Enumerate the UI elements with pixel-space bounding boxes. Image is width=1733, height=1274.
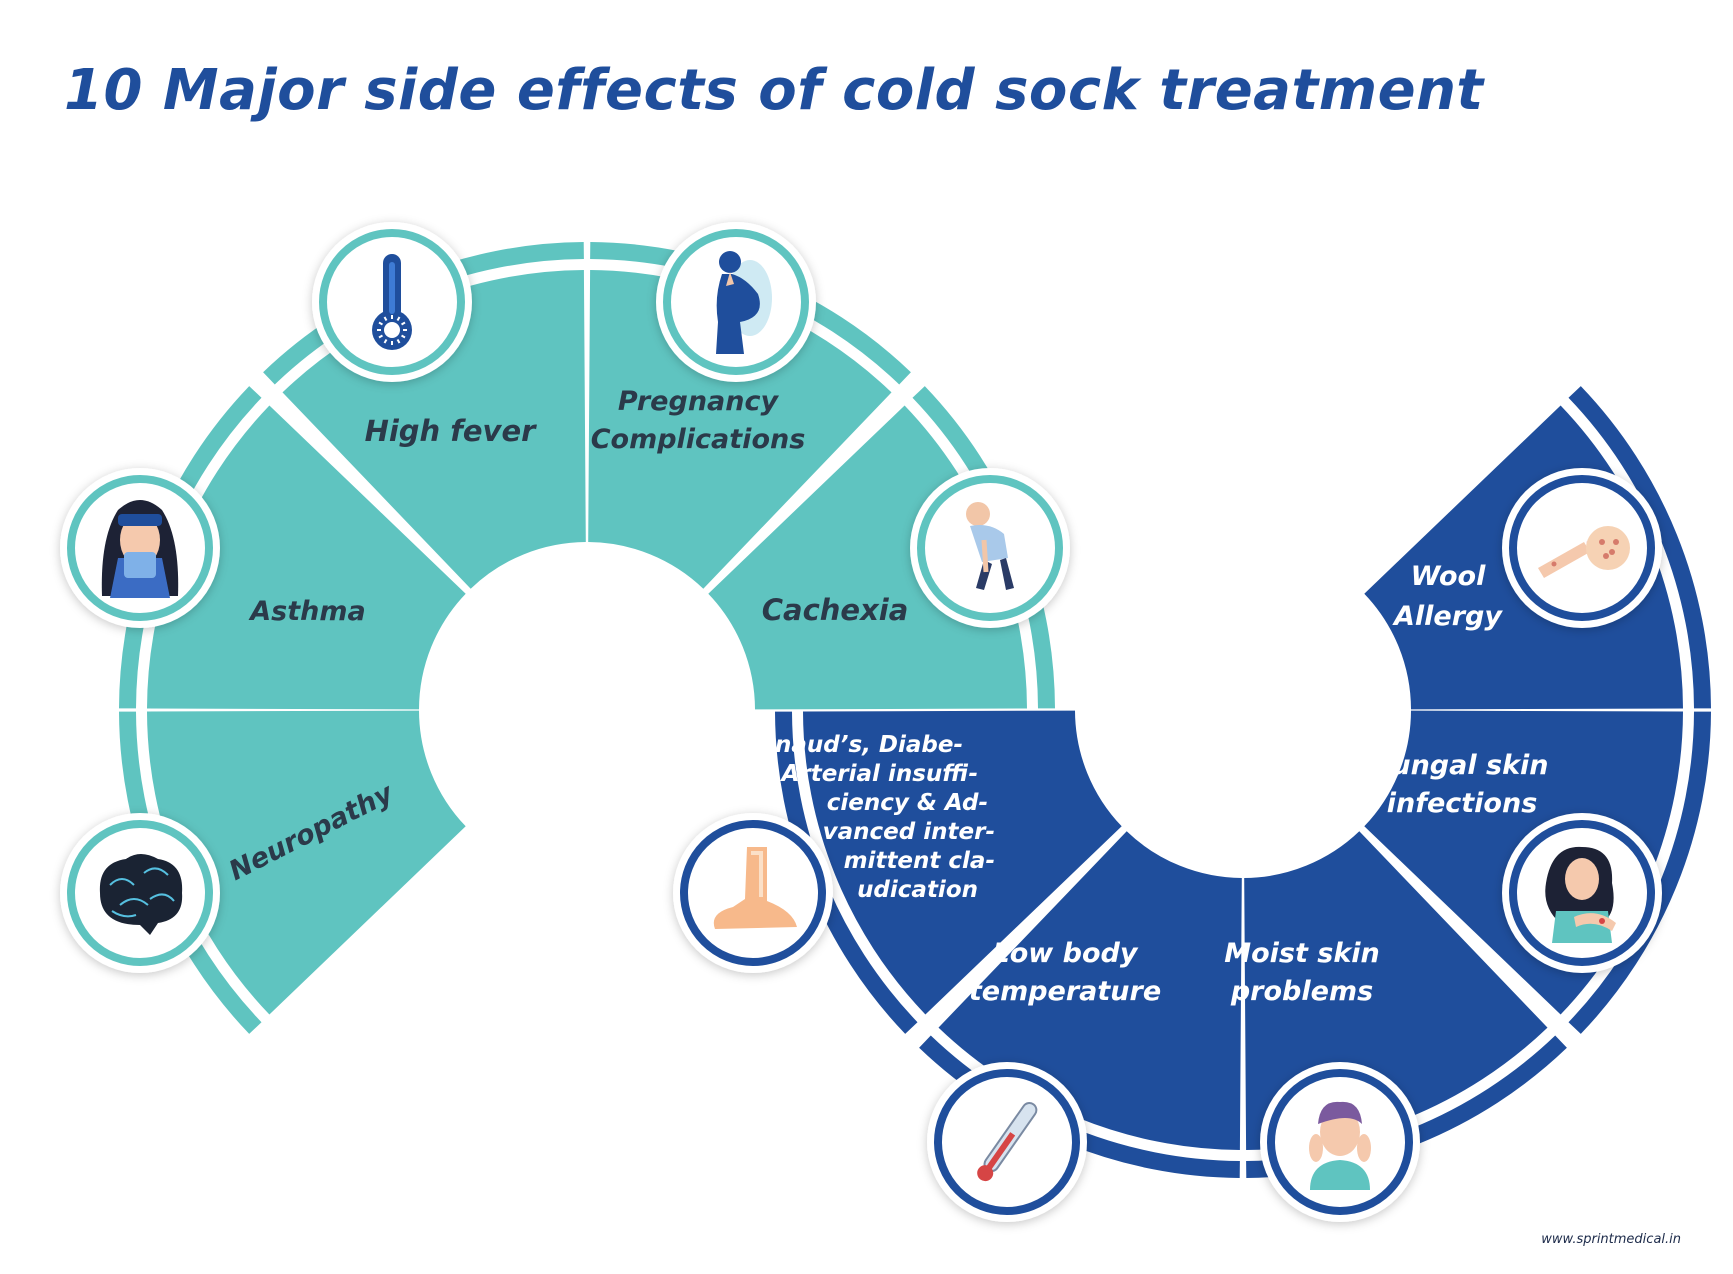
segment-ring-raynauds [775, 711, 918, 1034]
page-title: 10 Major side effects of cold sock treat… [64, 58, 1484, 123]
label-low-temp: Low body temperature [969, 938, 1161, 1007]
label-line: Wool [1411, 561, 1486, 592]
label-fungal: Fungal skin infections [1375, 750, 1548, 819]
label-line: udication [857, 877, 978, 903]
segment-raynauds [775, 710, 1122, 1034]
segment-pregnancy [588, 242, 911, 589]
label-line: Asthma [248, 596, 365, 627]
segment-body-pregnancy [588, 270, 892, 589]
label-moist-skin: Moist skin problems [1224, 938, 1380, 1007]
segment-ring-pregnancy [590, 242, 911, 385]
label-high-fever: High fever [365, 414, 538, 448]
itching-woman-icon [1502, 813, 1662, 973]
label-line: ciency & Ad- [827, 790, 988, 816]
segment-neuropathy [119, 710, 466, 1034]
segment-ring-cachexia [912, 386, 1055, 709]
label-line: Pregnancy [618, 386, 780, 417]
segment-ring-neuropathy [119, 711, 262, 1034]
skin-rash-icon [1502, 468, 1662, 628]
pregnant-woman-icon [656, 222, 816, 382]
label-line: mittent cla- [844, 848, 995, 874]
segment-ring-wool-allergy [1568, 386, 1711, 709]
label-line: tes, Arterial insuffi- [725, 761, 978, 787]
label-asthma: Asthma [248, 596, 365, 627]
label-line: Cachexia [762, 593, 909, 627]
label-line: infections [1387, 788, 1538, 819]
label-line: problems [1230, 976, 1373, 1007]
label-line: vanced inter- [823, 819, 995, 845]
weak-elderly-man-icon [910, 468, 1070, 628]
segment-ring-asthma [119, 386, 262, 709]
label-line: Raynaud’s, Diabe- [727, 732, 963, 758]
label-line: Moist skin [1224, 938, 1380, 969]
foot-icon [673, 813, 833, 973]
label-raynauds: Raynaud’s, Diabe-tes, Arterial insuffi-c… [725, 732, 995, 903]
segment-ring-high-fever [263, 242, 584, 385]
segment-asthma [119, 386, 466, 710]
label-line: temperature [969, 976, 1161, 1007]
segment-body-raynauds [803, 710, 1122, 1015]
label-line: High fever [365, 414, 538, 448]
website-footer: www.sprintmedical.in [1541, 1232, 1681, 1247]
worried-person-icon [1260, 1062, 1420, 1222]
segment-ring-low-temp [919, 1035, 1240, 1178]
label-line: Complications [591, 424, 806, 455]
segment-body-neuropathy [147, 710, 466, 1015]
label-line: Low body [993, 938, 1139, 969]
brain-icon [60, 813, 220, 973]
thermometer-icon [312, 222, 472, 382]
segment-body-asthma [147, 405, 466, 710]
label-cachexia: Cachexia [762, 593, 909, 627]
sneezing-woman-icon [60, 468, 220, 628]
glass-thermometer-icon [927, 1062, 1087, 1222]
label-line: Fungal skin [1375, 750, 1548, 781]
label-line: Allergy [1392, 601, 1503, 632]
segment-ring-fungal [1568, 711, 1711, 1034]
